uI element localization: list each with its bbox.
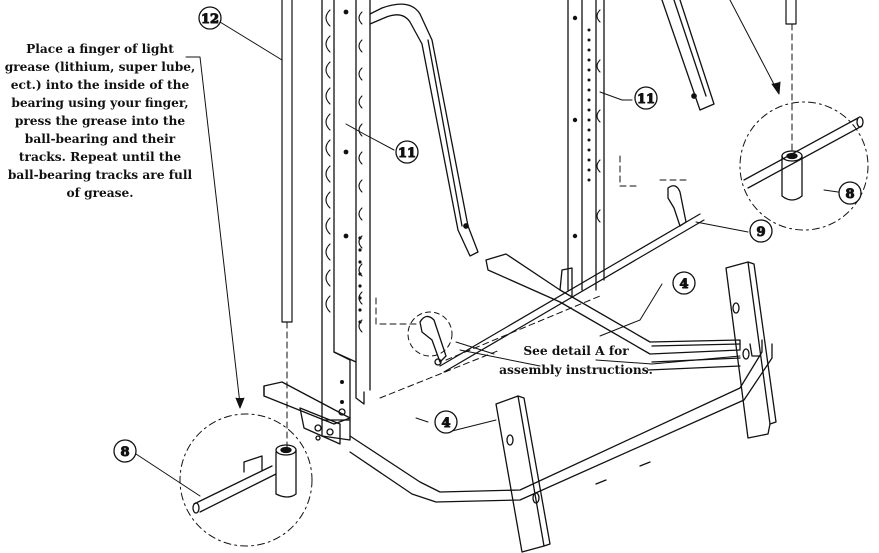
- right-post-slots: [596, 9, 601, 223]
- detail-circle-left: [179, 413, 313, 547]
- callout-4-upper: 4: [672, 271, 696, 295]
- left-base-block: [263, 381, 351, 445]
- callout-9: 9: [749, 219, 773, 243]
- callout-8-right-number: 8: [845, 187, 854, 202]
- left-bearing-sleeve: [192, 444, 297, 514]
- left-upright-post: [321, 0, 371, 421]
- post-slots: [325, 9, 363, 333]
- right-foot-posts: [725, 261, 777, 439]
- callout-12-number: 12: [201, 12, 219, 27]
- callout-8-left-number: 8: [120, 445, 129, 460]
- callout-11-left-number: 11: [398, 146, 416, 161]
- weight-rod-right: [785, 0, 797, 25]
- cross-bar-9: [439, 213, 705, 373]
- front-foot-post: [495, 395, 551, 553]
- detail-a-reference-note: See detail A for assembly instructions.: [499, 344, 653, 377]
- leader-lines: [135, 21, 839, 497]
- alignment-lines: [286, 23, 793, 451]
- right-post-holes: [572, 15, 591, 239]
- callout-4-lower: 4: [434, 410, 458, 434]
- weight-rod-12: [281, 0, 293, 323]
- callout-8-left: 8: [113, 439, 137, 463]
- callout-11-right: 11: [634, 86, 658, 110]
- callout-4-upper-number: 4: [679, 277, 688, 292]
- right-j-cup: [667, 185, 687, 227]
- detail-circle-right: [739, 101, 869, 231]
- callout-11-left: 11: [395, 140, 419, 164]
- right-bearing-sleeve: [743, 116, 864, 201]
- base-frame: [321, 339, 773, 503]
- grease-note-arrow: [185, 56, 245, 409]
- callout-8-right: 8: [838, 181, 862, 205]
- left-arch-frame: [369, 3, 479, 257]
- post-holes: [340, 9, 362, 404]
- right-upright-post: [567, 0, 605, 291]
- left-j-cup: [419, 315, 447, 366]
- top-right-arrow: [729, 0, 781, 95]
- upper-right-arm: [661, 0, 715, 111]
- callout-12: 12: [198, 6, 222, 30]
- callout-11-right-number: 11: [637, 92, 655, 107]
- callout-4-lower-number: 4: [441, 416, 450, 431]
- callout-9-number: 9: [756, 225, 765, 240]
- grease-instruction-note: Place a finger of light grease (lithium,…: [4, 42, 196, 200]
- detail-a-indicator: [407, 311, 453, 357]
